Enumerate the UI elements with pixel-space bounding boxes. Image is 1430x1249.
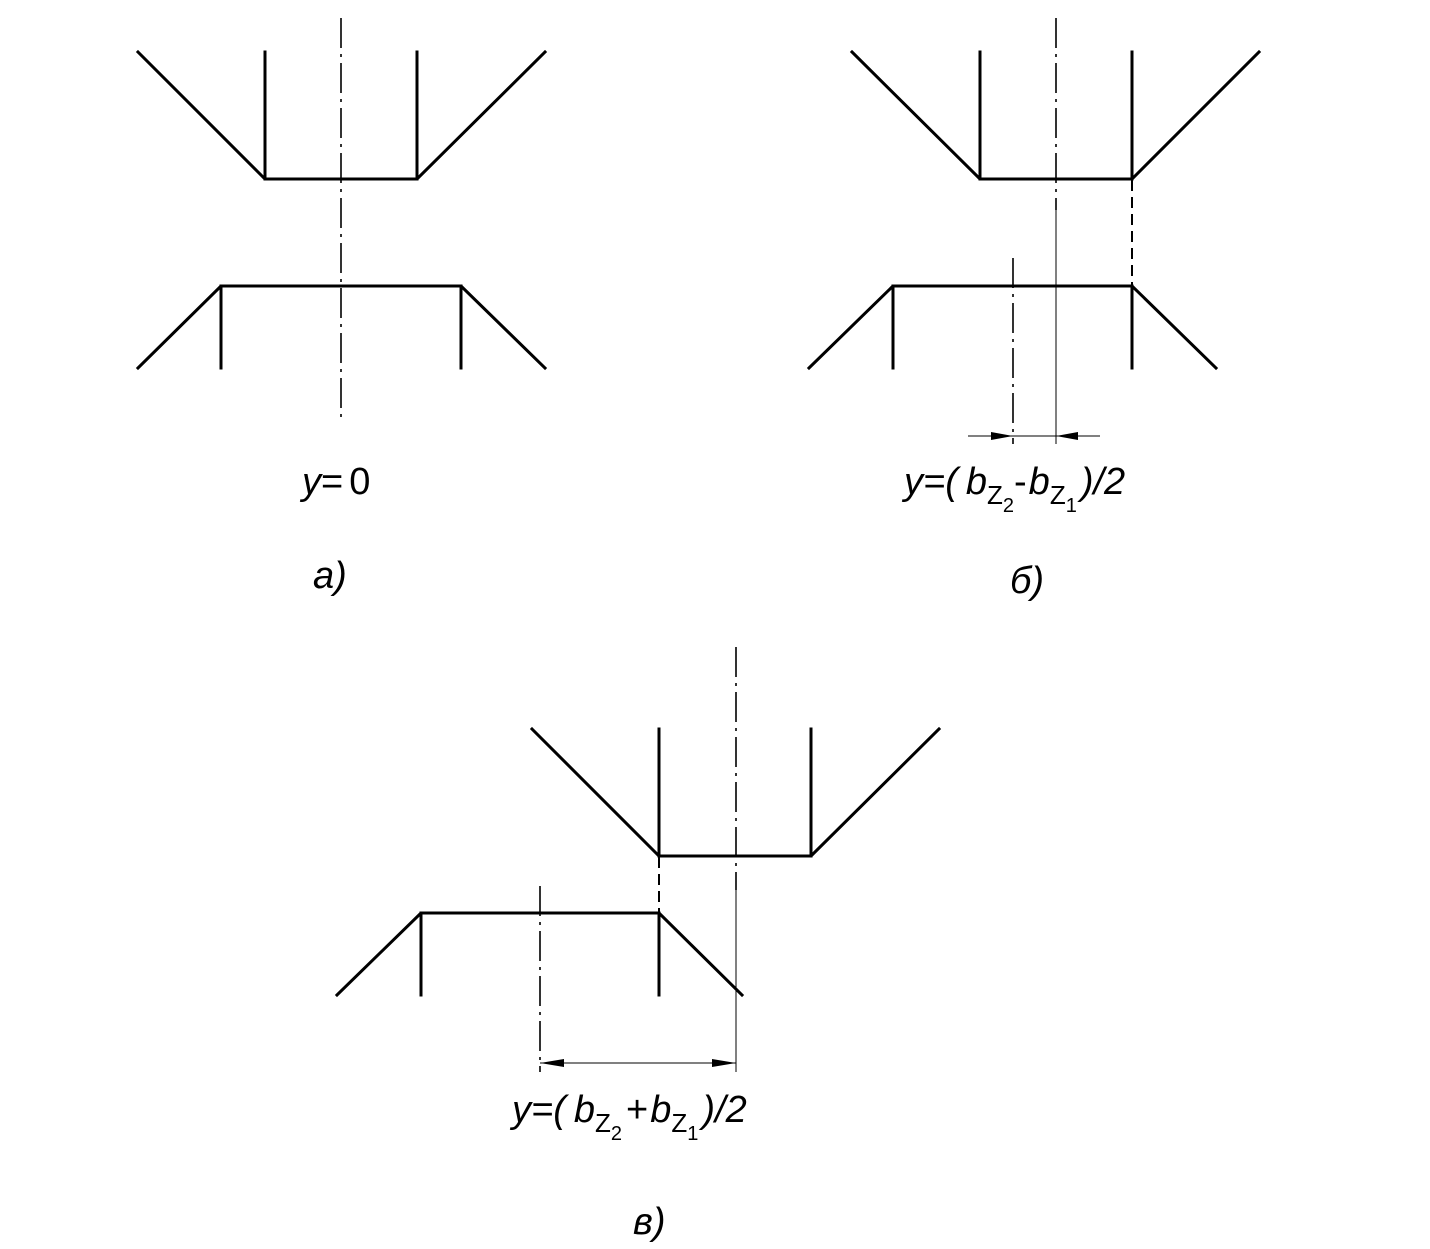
panel-b: y=(bZ2-bZ1)/2 б) [806,18,1262,602]
panel-b-dimension-arrow-right [1056,432,1078,440]
panel-v-caption: в) [633,1201,666,1243]
panel-a-formula: y=0 [299,461,370,503]
panel-a: y=0 а) [135,18,548,597]
panel-v-upper-profile [529,726,942,858]
panel-b-dimension-arrow-left [991,432,1013,440]
panel-a-lower-profile [135,284,548,371]
panel-v-dimension-arrow-right [712,1059,736,1067]
panel-v: y=(bZ2+bZ1)/2 в) [334,647,942,1243]
panel-b-caption: б) [1010,560,1044,602]
panel-v-formula: y=(bZ2+bZ1)/2 [509,1089,747,1145]
panel-a-caption: а) [313,555,347,597]
panel-b-formula: y=(bZ2-bZ1)/2 [901,461,1125,517]
panel-v-dimension-arrow-left [540,1059,564,1067]
